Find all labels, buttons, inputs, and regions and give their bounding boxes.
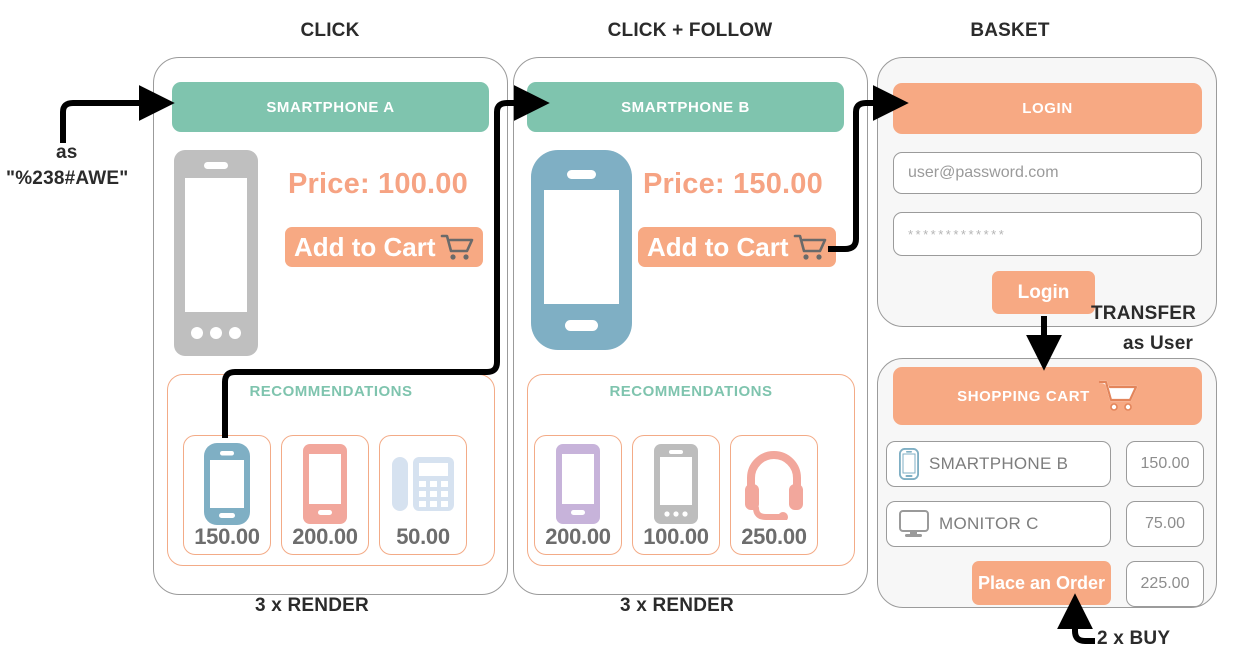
recommendation-item[interactable]: 200.00 (534, 435, 622, 555)
product-banner-a[interactable]: SMARTPHONE A (172, 82, 489, 132)
add-to-cart-button-b[interactable]: Add to Cart (638, 227, 836, 267)
shopping-cart-icon (793, 234, 826, 260)
smartphone-salmon-icon (303, 436, 347, 526)
column-heading-click-follow: CLICK + FOLLOW (607, 20, 773, 41)
smartphone-blue-icon (531, 150, 632, 350)
product-price-a: Price: 100.00 (288, 168, 468, 200)
recommendation-price: 150.00 (194, 524, 260, 549)
recommendations-title-a: RECOMMENDATIONS (249, 383, 413, 400)
arrow-entry-click (60, 85, 175, 143)
login-button[interactable]: Login (992, 271, 1095, 314)
cart-row-name: MONITOR C (939, 514, 1039, 533)
add-to-cart-label-a: Add to Cart (294, 231, 436, 262)
recommendation-price: 200.00 (545, 524, 611, 549)
place-order-button[interactable]: Place an Order (972, 561, 1111, 605)
column-heading-click: CLICK (300, 20, 360, 41)
deskphone-lightblue-icon (392, 436, 454, 526)
annotation-buy: 2 x BUY (1097, 628, 1171, 649)
login-banner[interactable]: LOGIN (893, 83, 1202, 134)
monitor-gray-icon (899, 510, 929, 537)
recommendation-price: 200.00 (292, 524, 358, 549)
annotation-as-value: "%238#AWE" (6, 168, 129, 189)
annotation-render-left: 3 x RENDER (255, 595, 369, 616)
annotation-as-label: as (56, 142, 78, 163)
shopping-cart-banner-label: SHOPPING CART (957, 387, 1090, 405)
smartphone-purple-icon (556, 436, 600, 526)
password-field[interactable]: ************* (893, 212, 1202, 256)
smartphone-gray-icon (174, 150, 258, 356)
recommendation-price: 50.00 (396, 524, 450, 549)
shopping-cart-icon (440, 234, 473, 260)
smartphone-blue-icon (204, 436, 250, 526)
cart-row[interactable]: SMARTPHONE B (886, 441, 1111, 487)
cart-row[interactable]: MONITOR C (886, 501, 1111, 547)
recommendation-item[interactable]: 50.00 (379, 435, 467, 555)
cart-row-name: SMARTPHONE B (929, 454, 1069, 473)
arrow-buy (1057, 593, 1095, 644)
add-to-cart-button-a[interactable]: Add to Cart (285, 227, 483, 267)
shopping-cart-icon (1098, 380, 1138, 411)
recommendation-item[interactable]: 250.00 (730, 435, 818, 555)
recommendation-price: 100.00 (643, 524, 709, 549)
annotation-render-middle: 3 x RENDER (620, 595, 734, 616)
smartphone-blue-icon (899, 448, 919, 480)
recommendation-item[interactable]: 200.00 (281, 435, 369, 555)
annotation-transfer-sub: as User (1123, 333, 1194, 354)
shopping-cart-banner[interactable]: SHOPPING CART (893, 367, 1202, 425)
product-banner-b[interactable]: SMARTPHONE B (527, 82, 844, 132)
product-price-b: Price: 150.00 (643, 168, 823, 200)
cart-row-amount: 150.00 (1126, 441, 1204, 487)
recommendation-item[interactable]: 150.00 (183, 435, 271, 555)
recommendation-price: 250.00 (741, 524, 807, 549)
recommendations-box-b: RECOMMENDATIONS (527, 374, 855, 566)
column-heading-basket: BASKET (970, 20, 1050, 41)
recommendations-title-b: RECOMMENDATIONS (609, 383, 773, 400)
smartphone-gray-icon (654, 436, 698, 526)
headset-pink-icon (743, 436, 805, 526)
recommendation-item[interactable]: 100.00 (632, 435, 720, 555)
cart-row-amount: 75.00 (1126, 501, 1204, 547)
add-to-cart-label-b: Add to Cart (647, 231, 789, 262)
cart-total-amount: 225.00 (1126, 561, 1204, 607)
email-field[interactable]: user@password.com (893, 152, 1202, 194)
annotation-transfer: TRANSFER (1091, 303, 1197, 324)
